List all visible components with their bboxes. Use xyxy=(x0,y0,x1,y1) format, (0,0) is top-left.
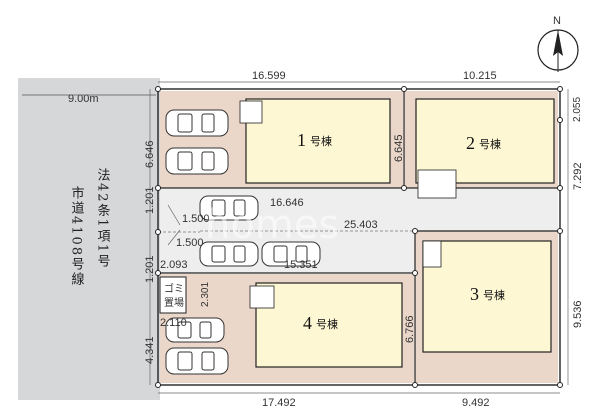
dim-driveway-top-length: 16.646 xyxy=(270,197,304,209)
building-3-entrance xyxy=(422,240,442,268)
dim-driveway-long: 25.403 xyxy=(344,219,378,231)
building-3 xyxy=(422,240,552,353)
dim-garbage-vertical: 2.301 xyxy=(200,282,211,307)
building-3-number: 3 xyxy=(470,284,479,304)
car-icon xyxy=(165,147,229,175)
building-2-number: 2 xyxy=(466,133,475,153)
car-icon xyxy=(165,317,225,343)
dim-lot4-right: 6.766 xyxy=(404,315,416,343)
dim-driveway-bottom-width: 1.201 xyxy=(144,255,156,283)
dim-garbage-bottom: 2.110 xyxy=(160,317,187,329)
building-2-label: 2 号棟 xyxy=(466,133,501,153)
building-4-entrance xyxy=(249,285,275,309)
building-2-suffix: 号棟 xyxy=(479,137,501,151)
building-1-entrance xyxy=(239,100,263,124)
compass-label: N xyxy=(553,15,561,27)
dim-top-left: 16.599 xyxy=(252,70,286,82)
road-name-text: 市道4108号線 xyxy=(69,185,85,287)
road-law-text: 法42条1項1号 xyxy=(95,168,111,269)
dim-right-mid: 7.292 xyxy=(572,162,584,190)
dim-driveway-top-width: 1.201 xyxy=(144,186,156,214)
dim-right-lower: 9.536 xyxy=(572,300,584,328)
dim-left-bottom: 4.341 xyxy=(144,336,156,364)
building-1-suffix: 号棟 xyxy=(310,134,332,148)
dim-driveway-bottom-length: 15.351 xyxy=(284,259,318,271)
compass: N xyxy=(537,15,579,72)
building-4-suffix: 号棟 xyxy=(316,317,338,331)
garbage-station xyxy=(159,276,187,314)
boundary-markers xyxy=(155,86,563,388)
dim-bottom-right: 9.492 xyxy=(462,397,490,409)
building-1-number: 1 xyxy=(297,130,306,150)
building-1 xyxy=(245,98,391,184)
building-4-number: 4 xyxy=(303,313,312,333)
dim-bottom-left: 17.492 xyxy=(262,397,296,409)
garbage-label-line1: ゴミ xyxy=(164,282,184,295)
car-icon xyxy=(199,241,259,267)
garbage-label-line2: 置場 xyxy=(164,296,184,309)
car-icons xyxy=(165,109,321,375)
dim-lot2-left: 6.645 xyxy=(393,134,405,162)
building-4 xyxy=(255,282,403,368)
building-2-entrance xyxy=(417,169,457,199)
dimension-lines xyxy=(149,81,569,394)
dim-right-top-small: 2.055 xyxy=(572,97,583,122)
road xyxy=(18,78,160,400)
dim-lot1-left: 6.646 xyxy=(144,140,156,168)
car-icon xyxy=(165,109,229,137)
building-2 xyxy=(415,98,555,184)
site-boundary xyxy=(157,88,561,386)
building-1-label: 1 号棟 xyxy=(297,130,332,150)
car-icon xyxy=(199,195,259,221)
road-width-label: 9.00m xyxy=(68,93,99,105)
building-3-label: 3 号棟 xyxy=(470,284,505,304)
car-icon xyxy=(261,241,321,267)
building-3-suffix: 号棟 xyxy=(483,288,505,302)
dim-top-right: 10.215 xyxy=(463,70,497,82)
building-4-label: 4 号棟 xyxy=(303,313,338,333)
watermark: homes xyxy=(205,202,339,248)
dim-driveway-inner-2: 1.500 xyxy=(176,237,204,249)
car-icon xyxy=(165,347,229,375)
dim-driveway-inner: 1.500 xyxy=(182,213,210,225)
dim-garbage-small: 2.093 xyxy=(160,259,188,271)
